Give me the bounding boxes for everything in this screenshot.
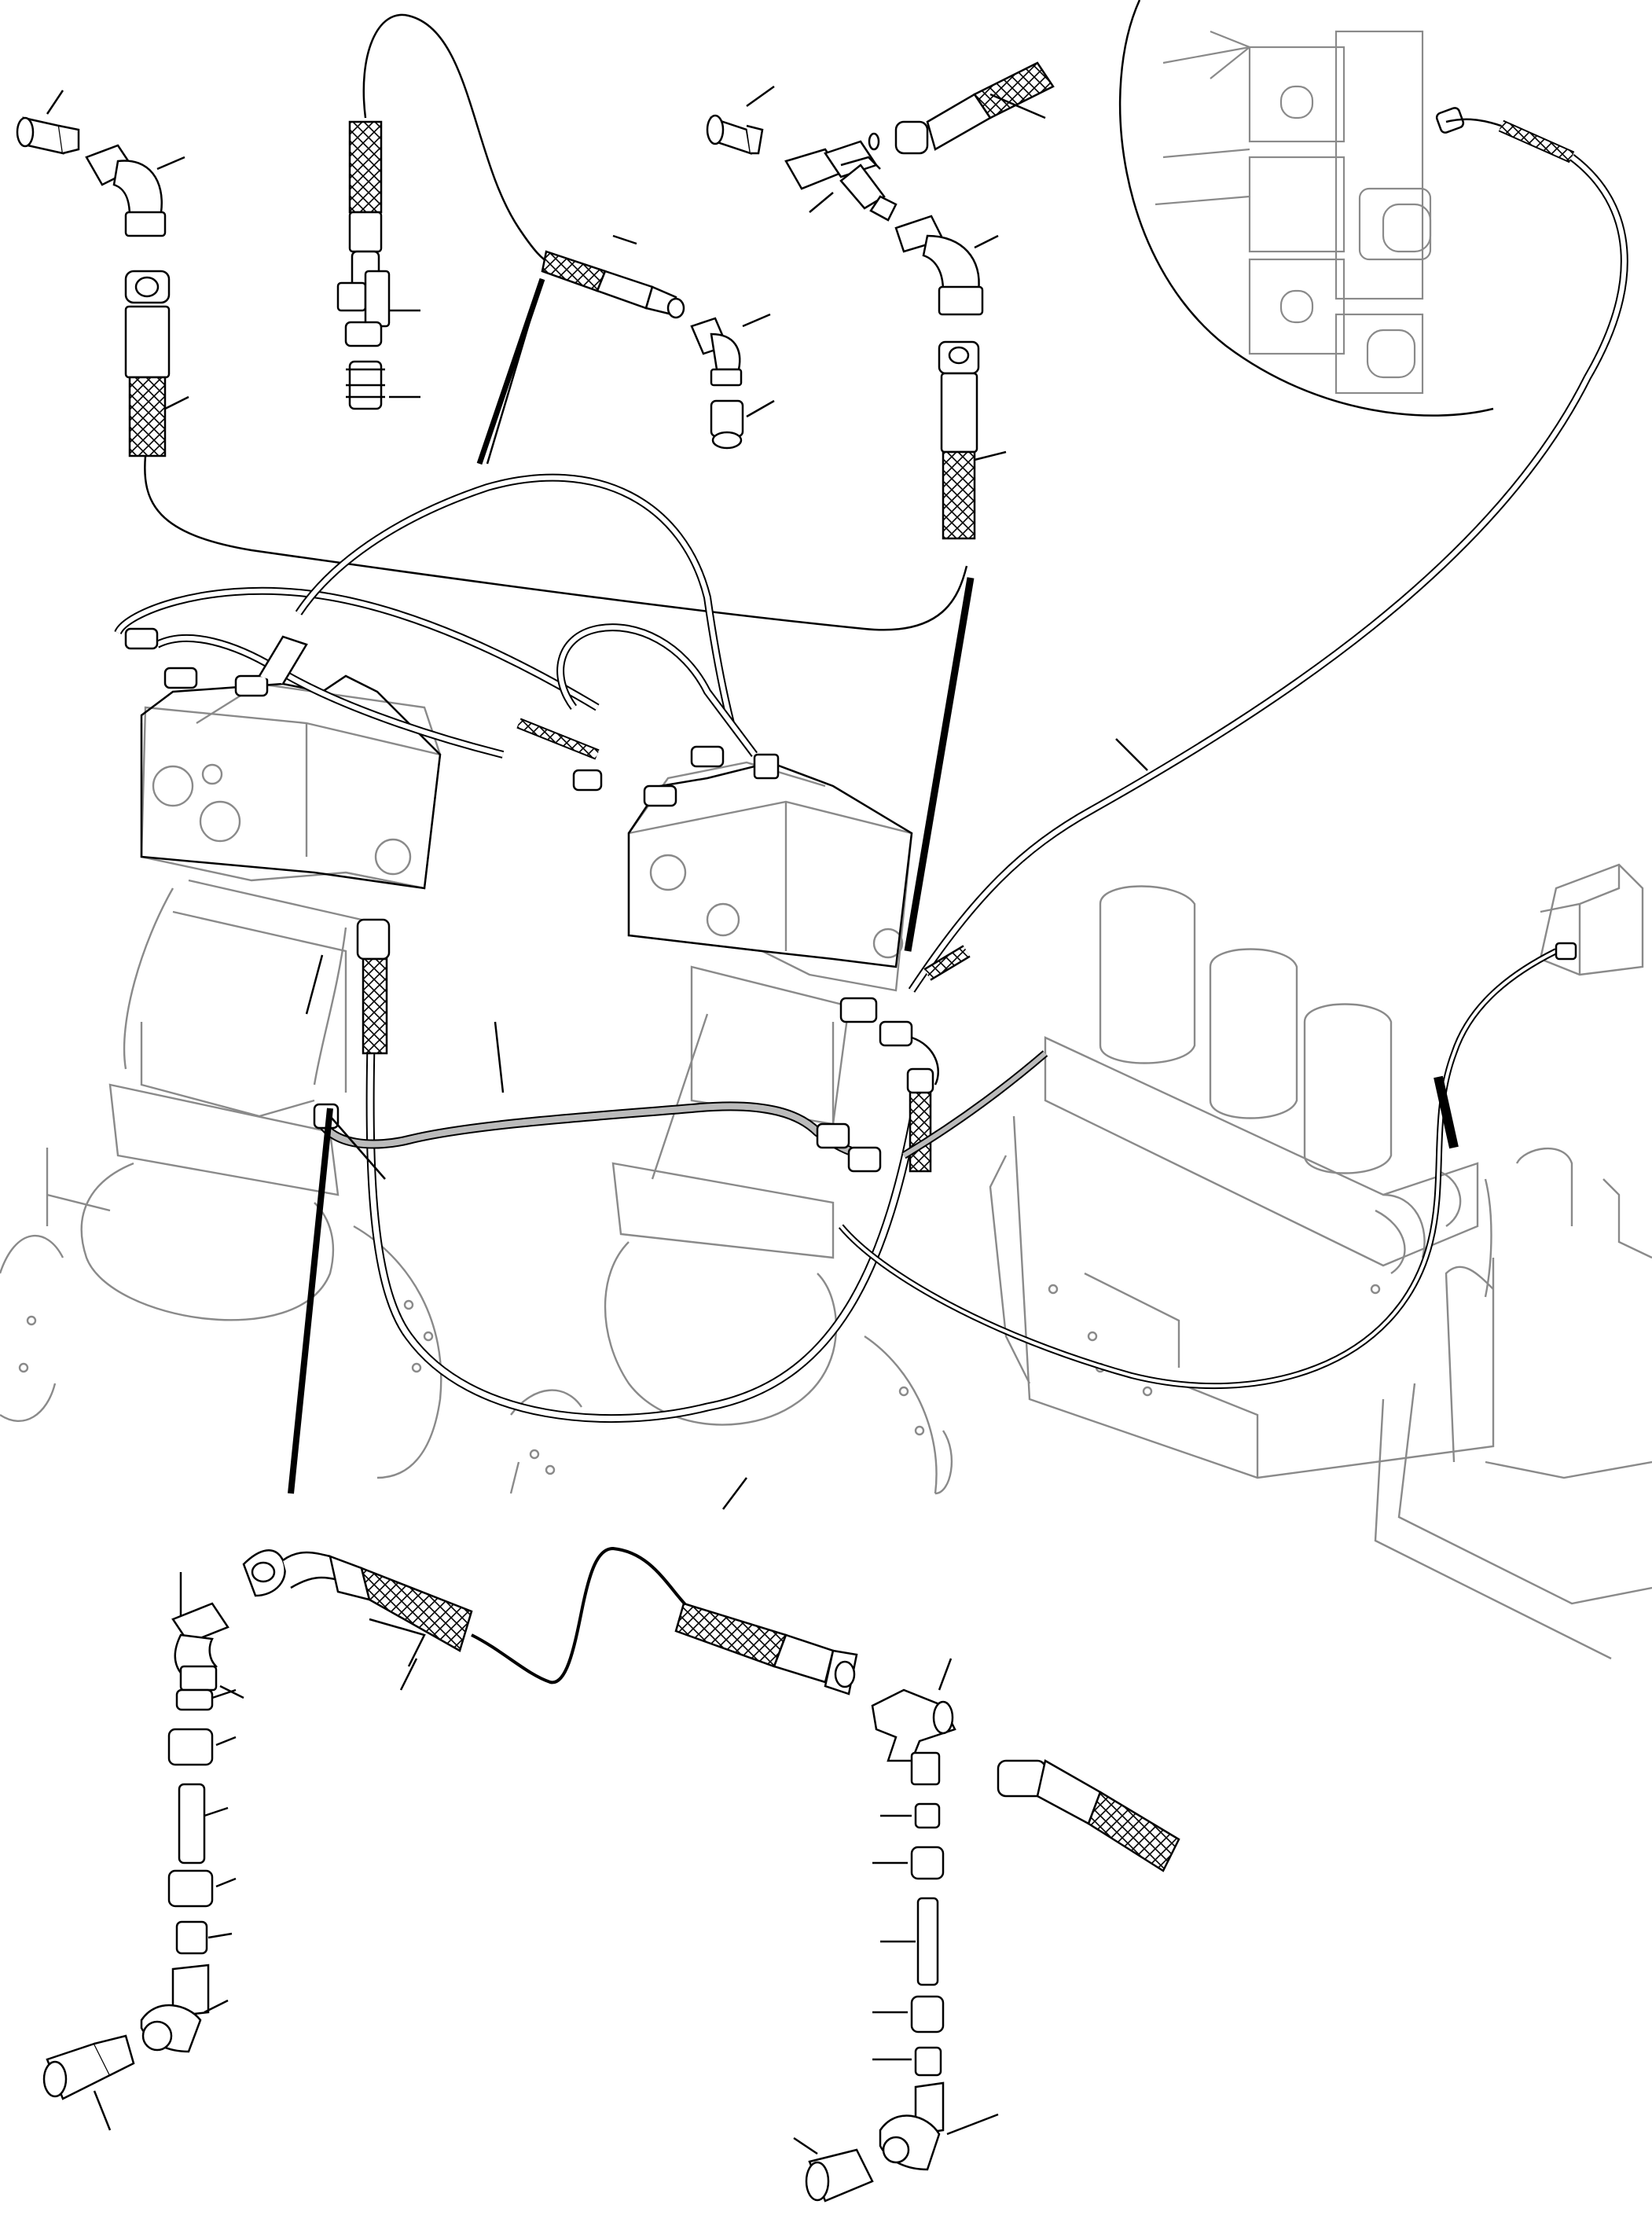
elbow-fitting-top-center bbox=[690, 313, 775, 450]
valve-block-inset bbox=[908, 0, 1628, 993]
inset-hose-end bbox=[1435, 107, 1465, 134]
hose-top-left-long bbox=[144, 455, 968, 631]
tee-fitting-top-center bbox=[336, 120, 420, 410]
swivel-motor-left bbox=[0, 682, 442, 1479]
bottom-center-hose bbox=[242, 1546, 858, 1695]
motor-hoses bbox=[114, 473, 1577, 1510]
tee-fitting-top-right bbox=[706, 61, 1055, 222]
swivel-motor-right bbox=[509, 761, 953, 1495]
elbow-fitting-top-left bbox=[16, 90, 189, 457]
engine-block bbox=[989, 863, 1652, 1660]
bottom-right-tee-stack bbox=[793, 1658, 1180, 2202]
elbow-fitting-top-right bbox=[894, 215, 1007, 540]
bottom-left-tube-stack bbox=[42, 1572, 244, 2131]
hose-top-center-end bbox=[541, 234, 685, 319]
hose-loop-top bbox=[362, 13, 551, 265]
